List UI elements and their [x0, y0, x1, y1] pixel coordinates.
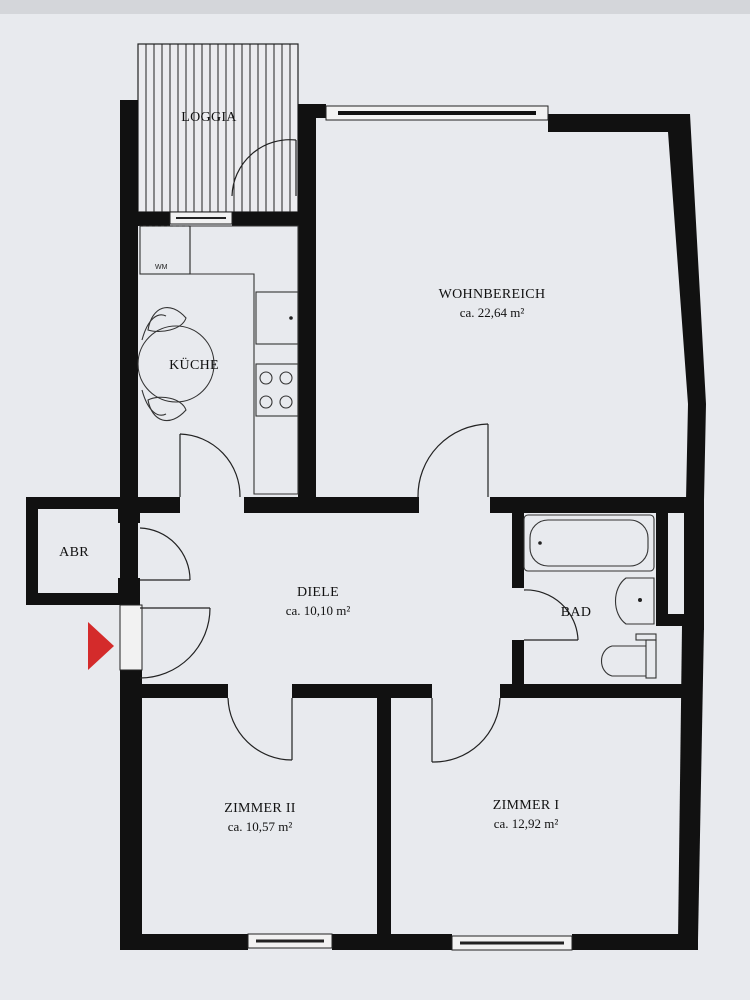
room-label-diele: DIELE [297, 585, 339, 600]
room-label-loggia: LOGGIA [181, 110, 237, 125]
walls [26, 100, 706, 950]
room-area-zimmer2: ca. 10,57 m² [228, 819, 293, 834]
room-label-zimmer1: ZIMMER I [493, 798, 560, 813]
room-area-diele: ca. 10,10 m² [286, 603, 351, 618]
room-area-zimmer1: ca. 12,92 m² [494, 816, 559, 831]
doors [139, 139, 579, 763]
kitchen-fixtures: WM [137, 225, 299, 495]
room-area-wohnbereich: ca. 22,64 m² [460, 305, 525, 320]
room-label-wohnbereich: WOHNBEREICH [439, 287, 546, 302]
room-label-zimmer2: ZIMMER II [224, 801, 296, 816]
windows [119, 105, 573, 951]
entrance-arrow-icon [88, 622, 114, 670]
wm-label: WM [155, 264, 168, 271]
loggia-hatching [137, 43, 299, 213]
room-label-bad: BAD [561, 605, 591, 620]
room-label-kueche: KÜCHE [169, 356, 219, 373]
room-label-abr: ABR [59, 545, 89, 560]
bathroom-fixtures [523, 514, 657, 679]
